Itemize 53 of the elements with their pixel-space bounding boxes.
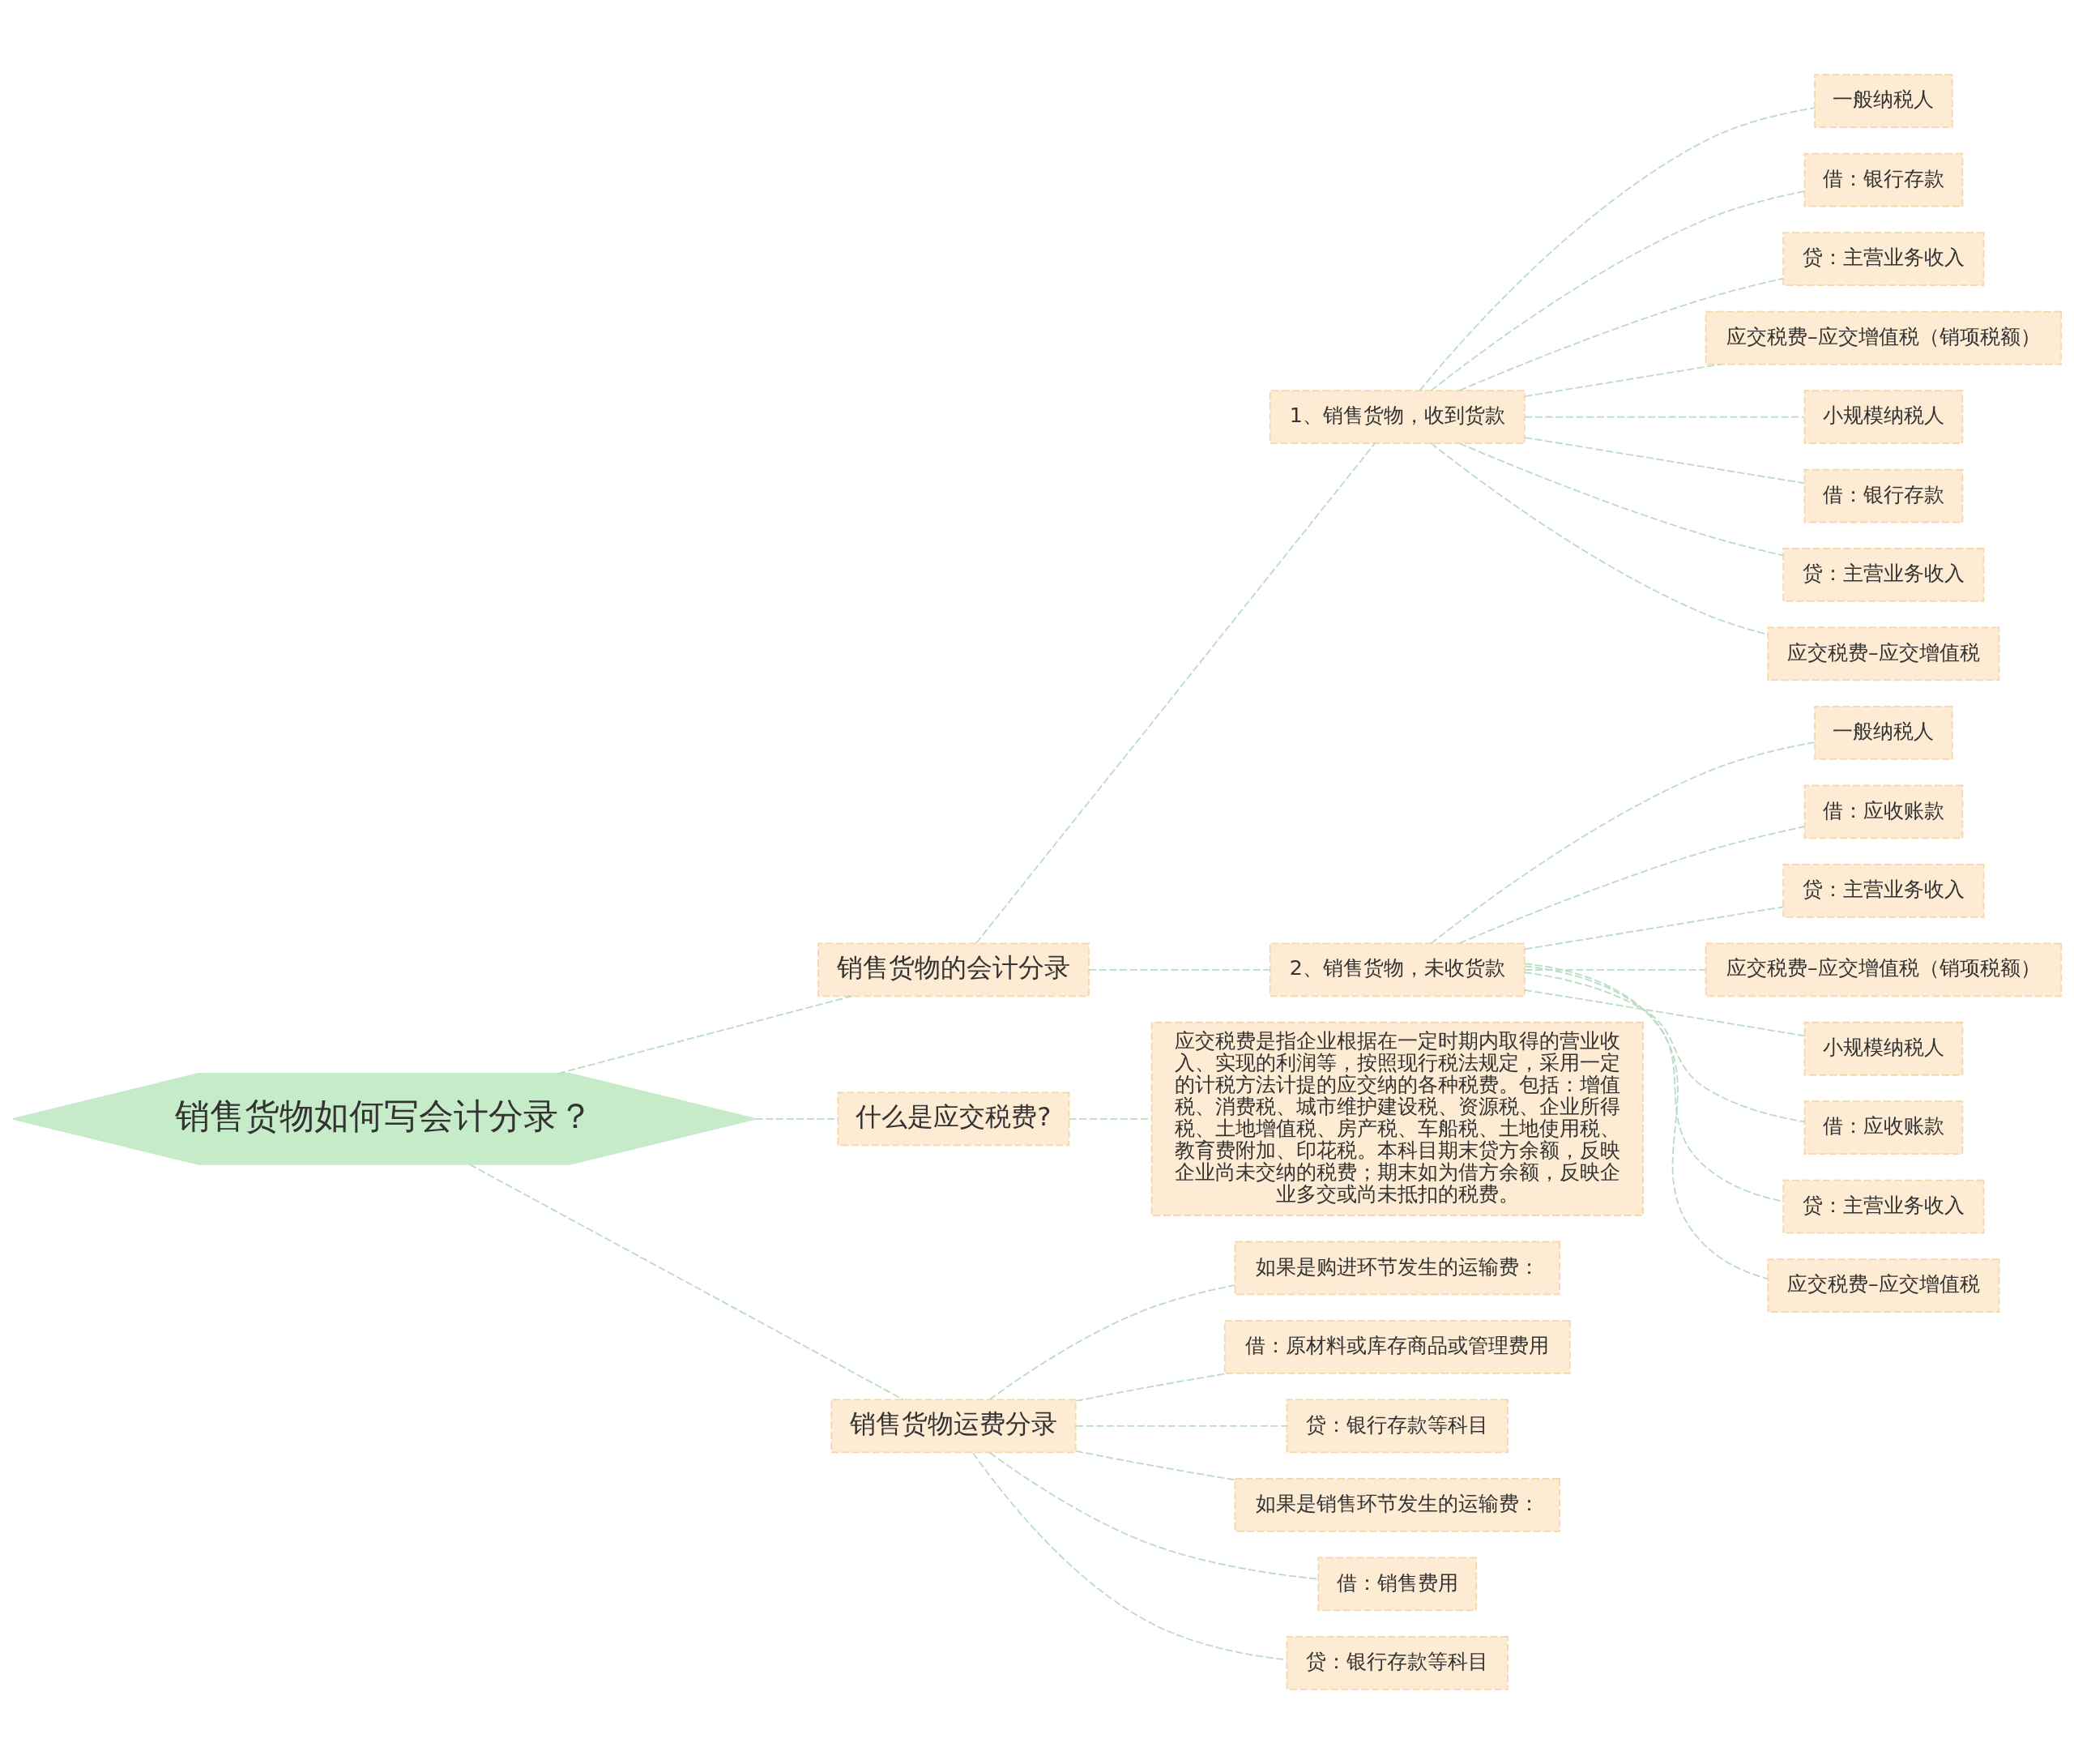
connector [1524,437,1805,485]
node-box: 1、销售货物，收到货款 [1269,390,1526,444]
node-box: 贷：银行存款等科目 [1286,1635,1509,1690]
node-box: 贷：主营业务收入 [1782,548,1985,602]
node-box: 借：应收账款 [1803,784,1964,839]
connector [1075,1450,1236,1481]
node-box: 贷：主营业务收入 [1782,1179,1985,1234]
node-box: 借：银行存款 [1803,152,1964,207]
connector [1458,277,1784,391]
connector [557,995,853,1074]
connector [988,1284,1235,1400]
node-box: 一般纳税人 [1814,706,1953,760]
node-box: 什么是应交税费? [837,1091,1070,1147]
connector [1458,442,1784,557]
connector [1458,826,1805,944]
node-box: 贷：主营业务收入 [1782,232,1985,286]
connector [1524,989,1806,1037]
node-box: 借：销售费用 [1317,1557,1478,1612]
node-box: 应交税费–应交增值税 [1767,1258,2000,1313]
connector [972,1452,1288,1661]
node-box: 销售货物运费分录 [830,1399,1077,1454]
connector [1524,416,1805,418]
connector [468,1164,905,1401]
node-box: 小规模纳税人 [1803,1021,1964,1076]
connector [1068,1118,1153,1120]
node-box: 借：原材料或库存商品或管理费用 [1223,1320,1571,1374]
node-box: 小规模纳税人 [1803,390,1964,444]
connector [1430,190,1806,391]
node-box: 如果是销售环节发生的运输费： [1234,1478,1560,1532]
connector [975,442,1376,944]
node-box: 2、销售货物，未收货款 [1269,942,1526,997]
connector [1524,963,1769,1280]
node-box: 如果是购进环节发生的运输费： [1234,1241,1560,1296]
connector [1524,906,1784,950]
node-box: 应交税费是指企业根据在一定时期内取得的营业收入、实现的利润等，按照现行税法规定，采用一定的计税方法计提的应交纳的各种税费。包括：增值税、消费税、城市维护建设税、资源税、企业所得税、土地增值税、房产税、车船税、土地使用税、教育费附加、印花税。本科目期末贷方余额，反映企业尚未交纳的税费；期末如为借方余额，反映企业多交或尚未抵扣的税费。 [1150,1021,1644,1216]
connector [1430,741,1816,945]
connector [1075,1425,1288,1427]
connector [1430,442,1769,635]
node-box: 借：应收账款 [1803,1100,1964,1155]
connector [1524,968,1707,971]
node-box: 贷：银行存款等科目 [1286,1399,1509,1454]
connector [1088,968,1271,971]
node-box: 一般纳税人 [1814,74,1953,129]
node-box: 应交税费–应交增值税（销项税额） [1705,942,2063,997]
connector [988,1451,1319,1580]
node-box: 应交税费–应交增值税 [1767,626,2000,681]
connector [1524,972,1806,1123]
node-box: 销售货物的会计分录 [817,942,1090,997]
connector [1419,107,1816,391]
node-box: 贷：主营业务收入 [1782,863,1985,918]
connector [1524,363,1722,397]
node-box: 应交税费–应交增值税（销项税额） [1705,310,2063,365]
node-box: 借：银行存款 [1803,468,1964,523]
